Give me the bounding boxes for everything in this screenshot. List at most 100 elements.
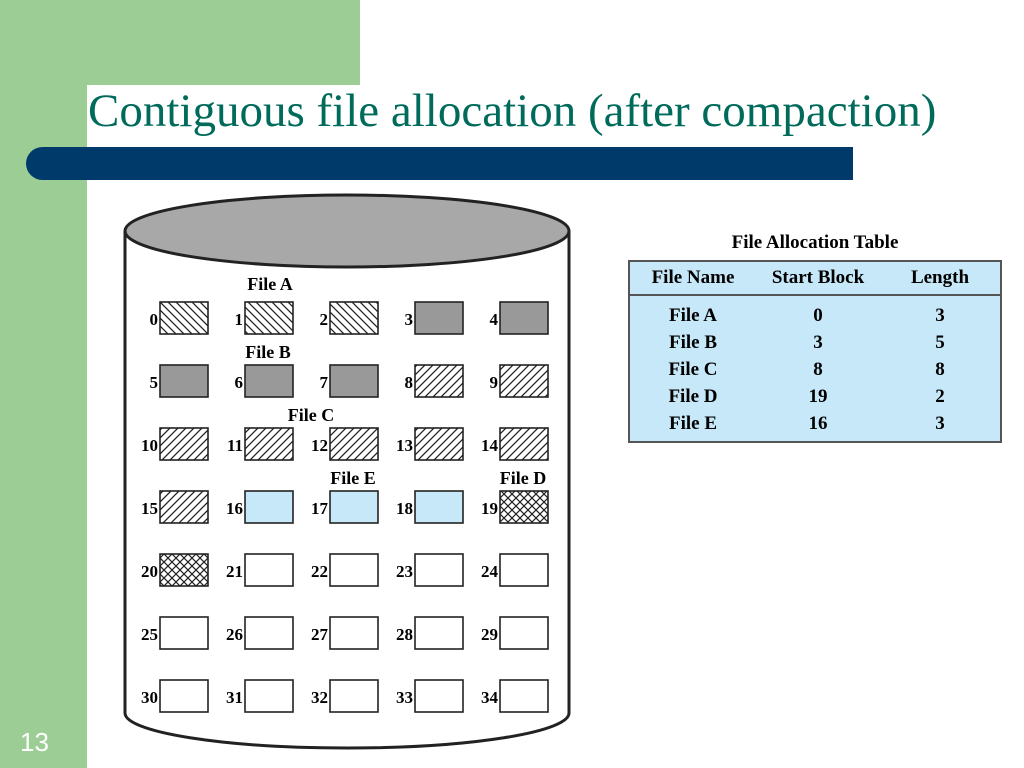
disk-block-32 [329,679,379,713]
fat-box: File Name Start Block Length File A 0 3 … [628,260,1002,443]
disk-block-26 [244,616,294,650]
disk-block-0 [159,301,209,335]
file-a-label: File A [247,274,293,294]
cylinder-top [123,193,571,269]
cell-file-name: File D [668,386,718,407]
title-background [87,85,1024,147]
disk-block-24 [499,553,549,587]
slide-number: 13 [20,727,49,757]
cell-file-name: File E [668,413,718,434]
disk-block-12 [329,427,379,461]
disk-block-13 [414,427,464,461]
disk-block-1 [244,301,294,335]
cell-file-name: File A [668,305,718,326]
table-row: File E 16 3 [630,410,1000,437]
block-number-19: 19 [481,499,498,518]
block-number-33: 33 [396,688,413,707]
block-number-34: 34 [481,688,499,707]
cell-start-block: 8 [813,359,823,380]
disk-block-25 [159,616,209,650]
block-number-24: 24 [481,562,499,581]
disk-block-30 [159,679,209,713]
disk-block-27 [329,616,379,650]
file-c-label: File C [288,405,335,425]
cell-file-name: File C [668,359,718,380]
disk-block-14 [499,427,549,461]
cell-start-block: 3 [813,332,823,353]
block-number-17: 17 [311,499,329,518]
block-number-6: 6 [235,373,244,392]
block-number-4: 4 [490,310,499,329]
disk-block-4 [499,301,549,335]
disk-block-19 [499,490,549,524]
block-number-23: 23 [396,562,413,581]
disk-block-3 [414,301,464,335]
cell-length: 3 [935,413,945,434]
file-b-label: File B [245,342,291,362]
table-row: File B 3 5 [630,329,1000,356]
block-number-2: 2 [320,310,329,329]
disk-block-10 [159,427,209,461]
disk-block-7 [329,364,379,398]
disk-block-23 [414,553,464,587]
header-file-name: File Name [651,267,735,288]
disk-block-29 [499,616,549,650]
disk-block-17 [329,490,379,524]
disk-block-22 [329,553,379,587]
block-number-1: 1 [235,310,244,329]
disk-block-34 [499,679,549,713]
block-number-18: 18 [396,499,413,518]
disk-block-15 [159,490,209,524]
disk-block-20 [159,553,209,587]
block-number-0: 0 [150,310,159,329]
cell-length: 8 [935,359,945,380]
block-number-22: 22 [311,562,328,581]
block-number-14: 14 [481,436,499,455]
cell-start-block: 16 [808,413,828,434]
disk-block-6 [244,364,294,398]
fat-header-row: File Name Start Block Length [630,262,1000,296]
left-green-bar [0,0,87,768]
block-number-26: 26 [226,625,243,644]
block-number-28: 28 [396,625,413,644]
block-number-9: 9 [490,373,499,392]
disk-block-9 [499,364,549,398]
header-start-block: Start Block [771,267,865,288]
block-number-3: 3 [405,310,414,329]
block-number-8: 8 [405,373,414,392]
block-number-15: 15 [141,499,158,518]
cell-length: 2 [935,386,945,407]
block-number-31: 31 [226,688,243,707]
fat-body: File A 0 3 File B 3 5 File C 8 8 File D … [630,302,1000,441]
file-d-label: File D [500,468,547,488]
top-green-block [87,0,360,85]
fat-title: File Allocation Table [731,232,899,253]
block-number-12: 12 [311,436,328,455]
slide-title: Contiguous file allocation (after compac… [88,85,937,137]
cell-file-name: File B [668,332,718,353]
disk-block-18 [414,490,464,524]
block-number-32: 32 [311,688,328,707]
disk-block-33 [414,679,464,713]
block-number-5: 5 [150,373,159,392]
block-number-10: 10 [141,436,158,455]
cell-start-block: 0 [813,305,823,326]
disk-block-8 [414,364,464,398]
block-number-30: 30 [141,688,158,707]
cell-start-block: 19 [808,386,828,407]
disk-block-2 [329,301,379,335]
table-row: File C 8 8 [630,356,1000,383]
file-allocation-table: File Allocation Table File Name Start Bl… [628,230,1002,443]
cell-length: 5 [935,332,945,353]
block-number-16: 16 [226,499,243,518]
table-row: File D 19 2 [630,383,1000,410]
block-number-11: 11 [227,436,243,455]
block-number-20: 20 [141,562,158,581]
block-number-13: 13 [396,436,413,455]
disk-block-28 [414,616,464,650]
block-number-21: 21 [226,562,243,581]
disk-block-31 [244,679,294,713]
cell-length: 3 [935,305,945,326]
